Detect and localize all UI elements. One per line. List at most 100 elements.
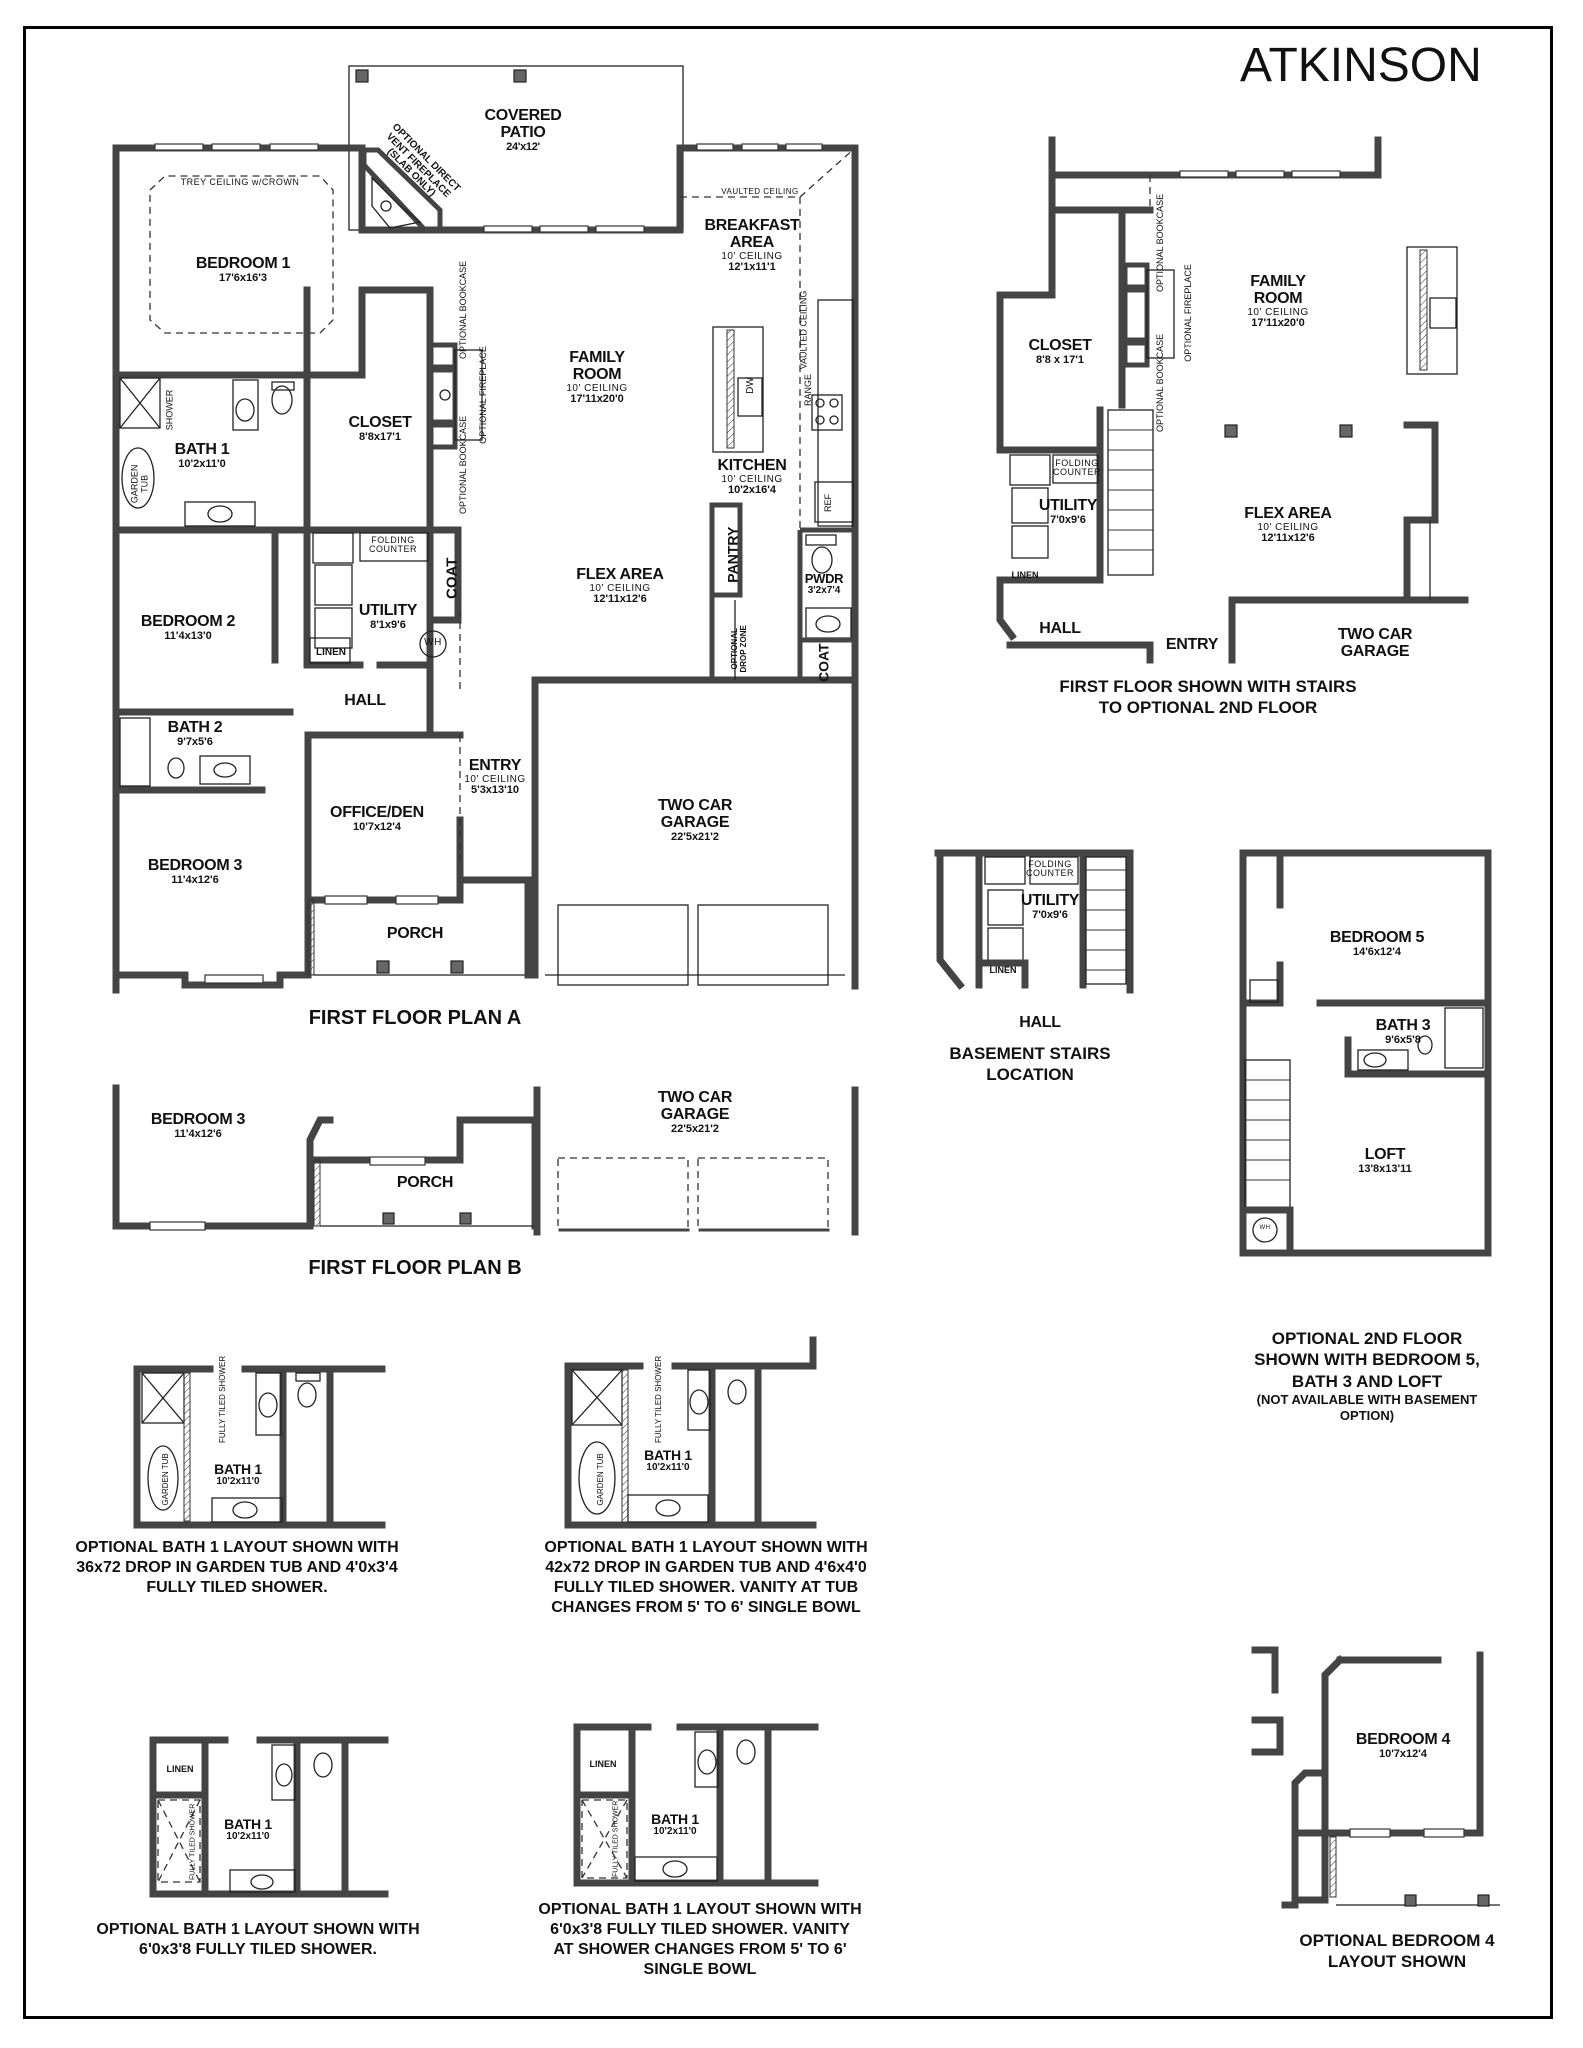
entry-ceiling: 10' CEILING <box>464 773 526 785</box>
optional-fireplace-label: OPTIONAL FIREPLACE <box>477 346 488 444</box>
stairs-flex-dims: 12'11x12'6 <box>1261 532 1315 545</box>
powder-room-label: PWDR 3'2x7'4 <box>805 572 844 596</box>
bath-option-4-walls <box>573 1723 819 1887</box>
bath-opt-2-caption-2: 42x72 DROP IN GARDEN TUB AND 4'6x4'0 <box>545 1559 867 1576</box>
bath-opt-4-linen-label: LINEN <box>589 1759 617 1769</box>
bath-opt-2-caption-1: OPTIONAL BATH 1 LAYOUT SHOWN WITH <box>544 1539 868 1556</box>
basement-caption-2: LOCATION <box>986 1065 1074 1085</box>
bath-opt-2-dims: 10'2x11'0 <box>646 1461 690 1473</box>
utility-label: UTILITY 8'1x9'6 <box>359 602 418 631</box>
garage-label: TWO CAR GARAGE 22'5x21'2 <box>657 797 733 843</box>
bath-1-label: BATH 1 10'2x11'0 <box>174 441 230 470</box>
kitchen-name: KITCHEN <box>717 457 787 474</box>
plan-b-caption: FIRST FLOOR PLAN B <box>308 1257 522 1279</box>
bath-opt-4-caption-3: AT SHOWER CHANGES FROM 5' TO 6' <box>553 1941 847 1958</box>
bath-opt-3-caption-2: 6'0x3'8 FULLY TILED SHOWER. <box>139 1941 377 1958</box>
loft-dims: 13'8x13'11 <box>1358 1162 1412 1175</box>
second-floor-caption-4: (NOT AVAILABLE WITH BASEMENT <box>1256 1391 1478 1407</box>
garage-dims: 22'5x21'2 <box>670 830 720 843</box>
bath-opt-1-shower-label: FULLY TILED SHOWER <box>218 1355 228 1443</box>
bedroom-1-label: BEDROOM 1 17'6x16'3 <box>196 255 291 284</box>
stairs-family-ceiling: 10' CEILING <box>1247 306 1309 318</box>
plan-b-garage-name-1: TWO CAR <box>657 1089 733 1106</box>
kitchen-label: KITCHEN 10' CEILING 10'2x16'4 <box>717 457 787 497</box>
stairs-flex-ceiling: 10' CEILING <box>1257 521 1319 533</box>
bath-2-name: BATH 2 <box>167 719 223 736</box>
garage-name-2: GARAGE <box>660 813 730 831</box>
bath-opt-2-caption-3: FULLY TILED SHOWER. VANITY AT TUB <box>553 1579 859 1596</box>
breakfast-name-1: BREAKFAST <box>704 217 800 234</box>
closet-label: CLOSET 8'8x17'1 <box>348 414 411 443</box>
basement-utility-name: UTILITY <box>1020 892 1080 909</box>
bath-opt-2-caption-4: CHANGES FROM 5' TO 6' SINGLE BOWL <box>551 1599 861 1616</box>
bath-opt-3-label: BATH 1 10'2x11'0 <box>224 1817 272 1842</box>
bath-opt-1-caption-3: FULLY TILED SHOWER. <box>146 1579 328 1596</box>
plan-b-bedroom-3-dims: 11'4x12'6 <box>174 1127 222 1140</box>
stairs-closet-label: CLOSET 8'8 x 17'1 <box>1028 337 1092 366</box>
plan-b-bedroom-3-name: BEDROOM 3 <box>150 1111 246 1128</box>
basement-hall-label: HALL <box>1019 1014 1061 1031</box>
pwdr-name: PWDR <box>804 571 844 586</box>
bedroom-4-dims: 10'7x12'4 <box>1378 1747 1428 1760</box>
porch-label: PORCH <box>386 925 444 942</box>
entry-name: ENTRY <box>468 757 522 774</box>
bedroom-4-name: BEDROOM 4 <box>1355 1731 1451 1748</box>
basement-caption-1: BASEMENT STAIRS <box>949 1044 1111 1063</box>
office-den-label: OFFICE/DEN 10'7x12'4 <box>330 804 424 833</box>
stairs-utility-label: UTILITY 7'0x9'6 <box>1039 497 1098 526</box>
bedroom-5-dims: 14'6x12'4 <box>1352 945 1402 958</box>
second-floor-walls <box>1239 849 1492 1257</box>
bath-opt-2-shower-label: FULLY TILED SHOWER <box>654 1355 664 1443</box>
breakfast-dims: 12'1x11'1 <box>728 261 776 274</box>
bath-opt-1-caption-2: 36x72 DROP IN GARDEN TUB AND 4'0x3'4 <box>76 1559 398 1576</box>
garage-name-1: TWO CAR <box>657 797 733 814</box>
ref-label: REF <box>823 493 834 512</box>
optional-bookcase-label-2: OPTIONAL BOOKCASE <box>458 415 469 515</box>
basement-utility-label: UTILITY 7'0x9'6 <box>1020 892 1080 921</box>
stairs-closet-dims: 8'8 x 17'1 <box>1035 353 1085 366</box>
sheet-border <box>23 26 1553 2019</box>
stairs-entry-label: ENTRY <box>1165 636 1219 653</box>
bedroom-3-label: BEDROOM 3 11'4x12'6 <box>148 857 243 886</box>
breakfast-area-label: BREAKFAST AREA 10' CEILING 12'1x11'1 <box>704 217 800 274</box>
office-name: OFFICE/DEN <box>330 804 424 821</box>
folding-counter-label: FOLDING COUNTER <box>369 535 417 555</box>
range-label: RANGE <box>803 373 814 406</box>
coat-closet-2-label: COAT <box>815 643 832 683</box>
drop-zone-label: OPTIONAL DROP ZONE <box>730 625 748 673</box>
plan-b-porch-label: PORCH <box>396 1174 454 1191</box>
family-room-ceiling: 10' CEILING <box>566 382 628 394</box>
stairs-family-dims: 17'11x20'0 <box>1251 317 1305 330</box>
stairs-folding-counter-label: FOLDING COUNTER <box>1053 458 1101 478</box>
bath-opt-3-caption: OPTIONAL BATH 1 LAYOUT SHOWN WITH 6'0x3'… <box>96 1920 419 1960</box>
bath-opt-4-label: BATH 1 10'2x11'0 <box>651 1812 699 1837</box>
stairs-flex-name: FLEX AREA <box>1244 505 1332 522</box>
bath-opt-1-caption: OPTIONAL BATH 1 LAYOUT SHOWN WITH 36x72 … <box>75 1538 398 1598</box>
office-dims: 10'7x12'4 <box>352 820 402 833</box>
bath-1-name: BATH 1 <box>174 441 230 458</box>
bedroom-4-option-walls <box>1251 1646 1500 1909</box>
breakfast-name-2: AREA <box>729 233 775 251</box>
second-floor-caption-5: OPTION) <box>1339 1408 1395 1423</box>
bath-1-dims: 10'2x11'0 <box>178 457 226 470</box>
stairs-utility-dims: 7'0x9'6 <box>1050 513 1086 526</box>
stairs-hall-label: HALL <box>1039 620 1081 637</box>
second-floor-caption-2: SHOWN WITH BEDROOM 5, <box>1254 1350 1480 1370</box>
family-room-name-1: FAMILY <box>569 349 625 366</box>
second-floor-caption-3: BATH 3 AND LOFT <box>1291 1371 1443 1391</box>
plan-b-garage-label: TWO CAR GARAGE 22'5x21'2 <box>657 1089 733 1135</box>
bedroom-4-label: BEDROOM 4 10'7x12'4 <box>1355 1731 1451 1760</box>
plan-a-caption: FIRST FLOOR PLAN A <box>308 1007 522 1029</box>
bedroom-2-name: BEDROOM 2 <box>140 613 236 630</box>
stairs-option-caption: FIRST FLOOR SHOWN WITH STAIRS TO OPTIONA… <box>1059 676 1356 719</box>
bath-opt-3-dims: 10'2x11'0 <box>226 1830 270 1842</box>
bath-opt-4-name: BATH 1 <box>651 1811 699 1827</box>
bath-option-3-walls <box>149 1736 389 1898</box>
bath-option-1-walls <box>133 1365 386 1529</box>
bedroom-3-dims: 11'4x12'6 <box>171 873 219 886</box>
stairs-closet-name: CLOSET <box>1028 337 1092 354</box>
second-floor-caption-1: OPTIONAL 2ND FLOOR <box>1271 1329 1463 1348</box>
basement-linen-label: LINEN <box>989 965 1017 975</box>
kitchen-ceiling: 10' CEILING <box>721 473 783 485</box>
